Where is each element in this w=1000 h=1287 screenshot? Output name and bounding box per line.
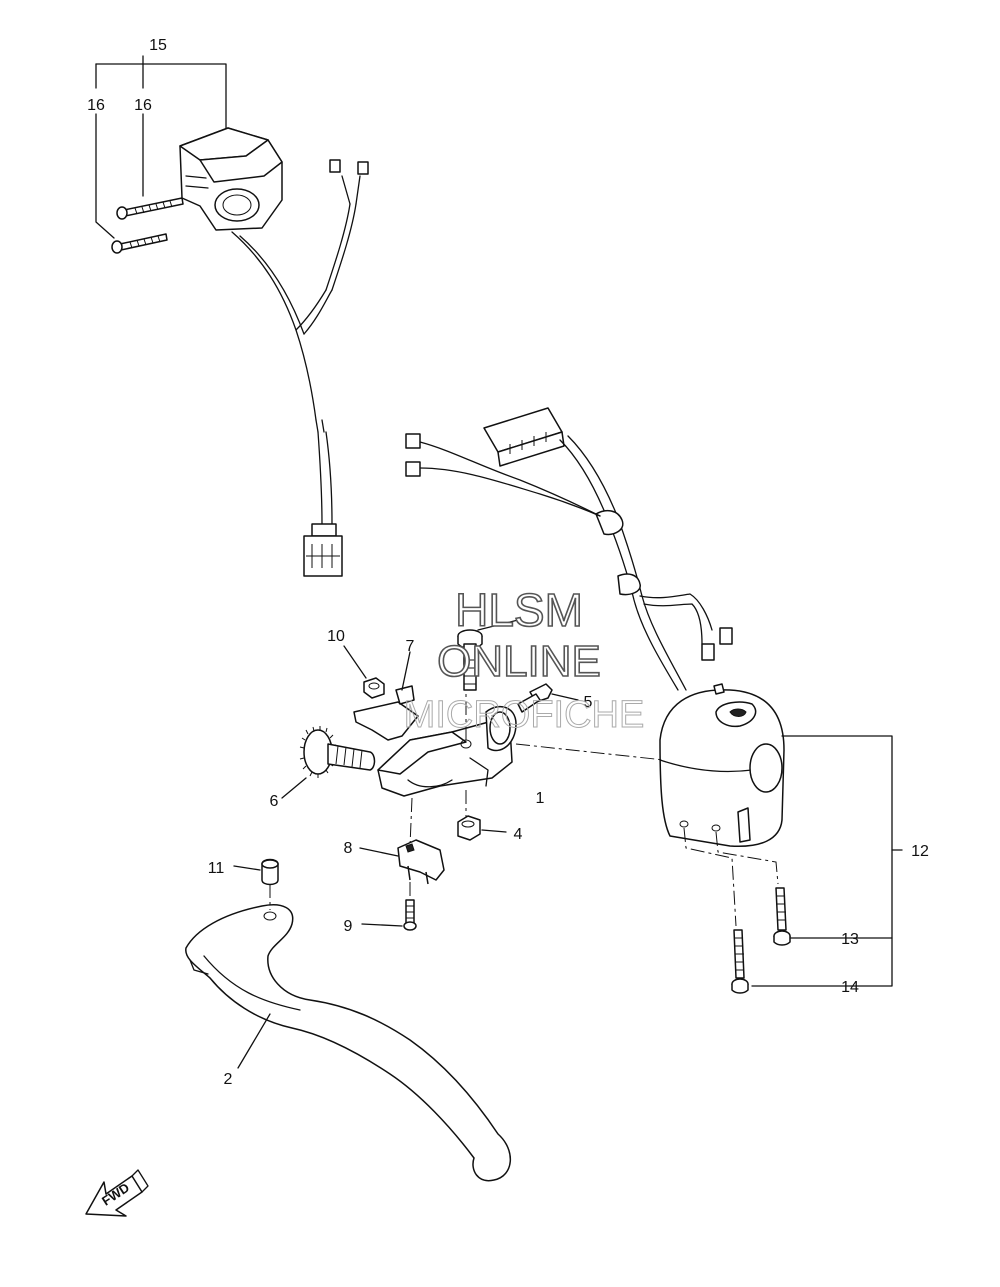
watermark-line2: ONLINE <box>437 637 601 686</box>
part-10-nut <box>343 645 385 699</box>
lever-holder-assembly[interactable] <box>377 652 665 847</box>
holder-to-switch-guide <box>515 743 665 761</box>
part-5-screw <box>517 683 579 713</box>
callout-13: 13 <box>841 931 859 948</box>
part-8-clutch-switch <box>359 839 445 885</box>
callout-12: 12 <box>911 843 929 860</box>
callout-11: 11 <box>208 860 225 877</box>
callout-10: 10 <box>327 628 345 645</box>
callout-9: 9 <box>344 918 353 935</box>
screw-14 <box>731 929 749 994</box>
bracket-12 <box>751 735 893 987</box>
screw-16-lower <box>111 233 168 254</box>
left-switch-bore <box>214 188 260 222</box>
part-2-clutch-lever[interactable] <box>185 884 512 1182</box>
screw-13 <box>773 887 791 946</box>
left-handlebar-switch-assembly[interactable] <box>95 55 369 577</box>
bracket-15 <box>95 63 227 131</box>
callout-6: 6 <box>270 793 279 810</box>
watermark-line1: HLSM <box>455 584 583 636</box>
left-switch-terminals <box>329 159 369 175</box>
screw-16-upper <box>116 197 184 220</box>
left-switch-wire-main <box>231 231 317 421</box>
callout-2: 2 <box>224 1071 233 1088</box>
callout-5: 5 <box>584 694 593 711</box>
part-7-plate <box>353 651 419 741</box>
part-9-screw <box>361 882 417 931</box>
fwd-arrow-icon: FWD <box>85 1169 149 1217</box>
callout-15: 15 <box>149 37 167 54</box>
watermark-line3: MICROFICHE <box>404 694 645 736</box>
callout-4: 4 <box>514 826 523 843</box>
leader-16a <box>95 113 115 239</box>
part-4-nut <box>457 815 507 841</box>
callout-16-right: 16 <box>134 97 152 114</box>
holder-bolt <box>457 619 519 691</box>
right-switch-housing <box>659 689 785 848</box>
callout-8: 8 <box>344 840 353 857</box>
callout-16-left: 16 <box>87 97 105 114</box>
right-switch-harness <box>559 439 679 691</box>
part-6-adjuster <box>281 726 376 799</box>
callout-7: 7 <box>406 638 415 655</box>
callout-1: 1 <box>536 790 545 807</box>
right-handlebar-switch-assembly[interactable] <box>405 407 903 994</box>
callout-14: 14 <box>841 979 859 996</box>
part-11-collar <box>233 858 279 886</box>
right-switch-terminals <box>405 433 421 477</box>
right-switch-bore <box>749 743 783 793</box>
